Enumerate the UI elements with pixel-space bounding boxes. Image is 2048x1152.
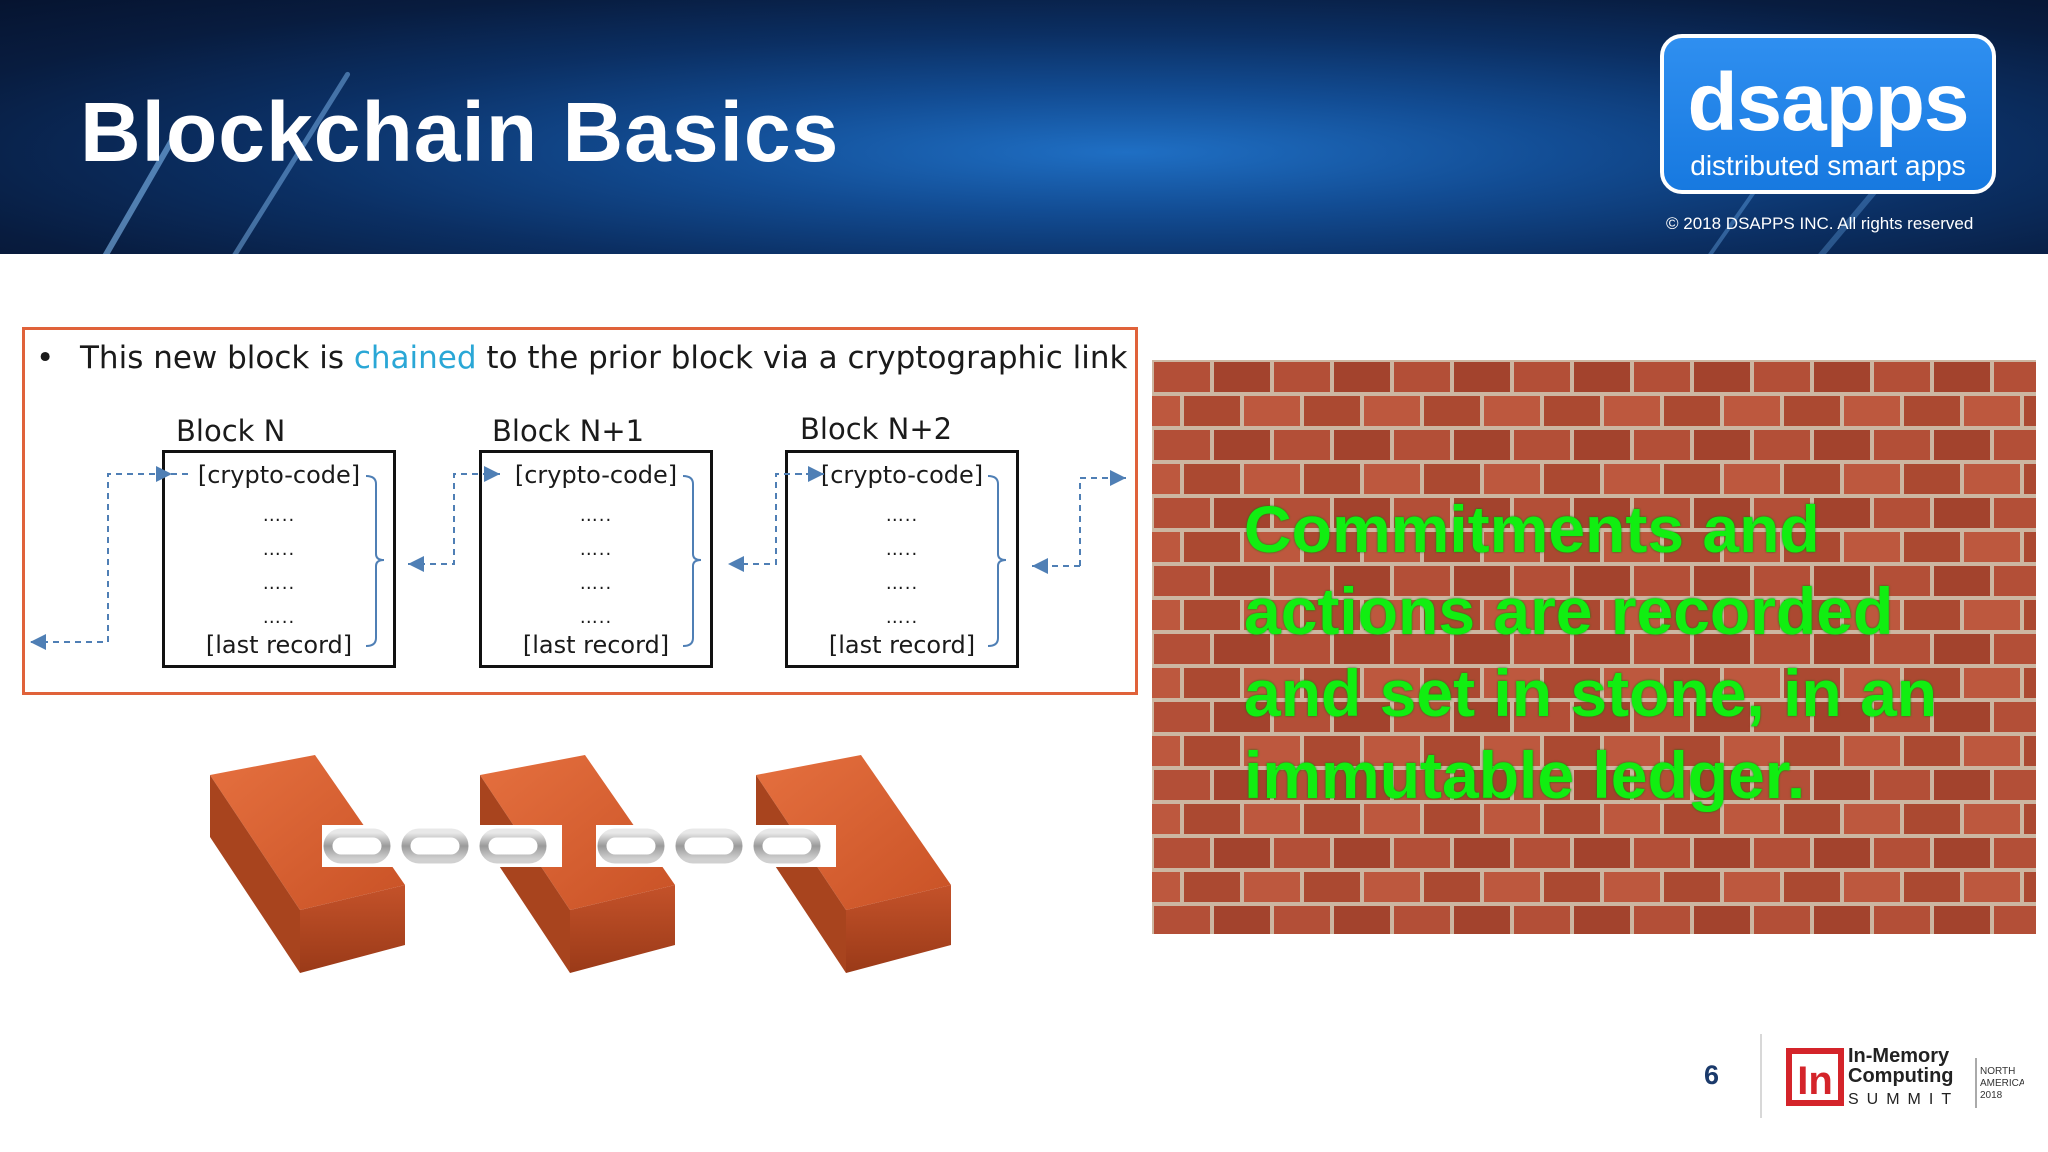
block-bracket xyxy=(987,475,1007,647)
header-banner: Blockchain Basics dsapps distributed sma… xyxy=(0,0,2048,254)
diagram-bullet: • This new block is chained to the prior … xyxy=(36,340,1128,376)
copyright-text: © 2018 DSAPPS INC. All rights reserved xyxy=(1666,214,1974,233)
footer-divider xyxy=(1760,1034,1762,1118)
block-bracket xyxy=(365,475,385,647)
logo-mark: In xyxy=(1797,1059,1833,1103)
chain xyxy=(596,825,836,867)
block-box: [crypto-code] ….. ….. ….. ….. [last reco… xyxy=(785,450,1019,668)
block-box: [crypto-code] ….. ….. ….. ….. [last reco… xyxy=(479,450,713,668)
logo-name: dsapps xyxy=(1687,57,1969,148)
block-title: Block N+1 xyxy=(492,414,645,448)
bullet-text-before: This new block is xyxy=(80,340,354,376)
bullet-highlight: chained xyxy=(353,340,477,376)
block-title: Block N xyxy=(176,414,286,448)
brick-pattern xyxy=(1152,360,2036,934)
logo-region2: AMERICA xyxy=(1980,1078,2024,1089)
block-dots: ….. xyxy=(885,607,919,628)
logo-tagline: distributed smart apps xyxy=(1690,150,1966,181)
block-dots: ….. xyxy=(579,607,613,628)
bullet-text-after: to the prior block via a cryptographic l… xyxy=(476,340,1128,376)
block-dots: ….. xyxy=(262,539,296,560)
logo-region1: NORTH xyxy=(1980,1066,2015,1077)
brick xyxy=(756,755,951,973)
link-arrow xyxy=(408,473,500,572)
block-dots: ….. xyxy=(262,607,296,628)
logo-line1: In-Memory xyxy=(1848,1045,1950,1067)
logo-line2: Computing xyxy=(1848,1065,1954,1087)
block-dots: ….. xyxy=(885,539,919,560)
block-dots: ….. xyxy=(262,573,296,594)
block-last-record: [last record] xyxy=(205,631,353,659)
slide-title: Blockchain Basics xyxy=(80,85,840,179)
block-box: [crypto-code] ….. ….. ….. ….. [last reco… xyxy=(162,450,396,668)
block-dots: ….. xyxy=(885,505,919,526)
brick-wall-image: Commitments and actions are recorded and… xyxy=(1152,360,2036,934)
block-last-record: [last record] xyxy=(522,631,670,659)
brick xyxy=(480,755,675,973)
logo-year: 2018 xyxy=(1980,1090,2003,1101)
chain xyxy=(322,825,562,867)
link-arrow xyxy=(728,473,812,572)
block-dots: ….. xyxy=(579,505,613,526)
block-last-record: [last record] xyxy=(828,631,976,659)
page-number: 6 xyxy=(1704,1060,1720,1090)
block-dots: ….. xyxy=(262,505,296,526)
brick xyxy=(210,755,405,973)
logo-line3: SUMMIT xyxy=(1848,1091,1959,1108)
dsapps-logo: dsapps distributed smart apps xyxy=(1660,34,1996,194)
block-dots: ….. xyxy=(579,573,613,594)
block-crypto-code: [crypto-code] xyxy=(197,461,361,489)
block-dots: ….. xyxy=(885,573,919,594)
block-crypto-code: [crypto-code] xyxy=(514,461,678,489)
link-arrow xyxy=(1079,470,1126,566)
bullet-dot-icon: • xyxy=(36,340,55,376)
chain-links-diagram xyxy=(30,466,1126,650)
block-dots: ….. xyxy=(579,539,613,560)
block-bracket xyxy=(682,475,702,647)
block-crypto-code: [crypto-code] xyxy=(820,461,984,489)
link-arrow xyxy=(30,473,188,650)
block-title: Block N+2 xyxy=(800,412,953,446)
wall-caption: Commitments and actions are recorded and… xyxy=(1244,492,1938,812)
in-memory-computing-summit-logo: In In-Memory Computing SUMMIT NORTH AMER… xyxy=(1786,1045,2024,1108)
bricks-chain-illustration xyxy=(210,755,951,973)
